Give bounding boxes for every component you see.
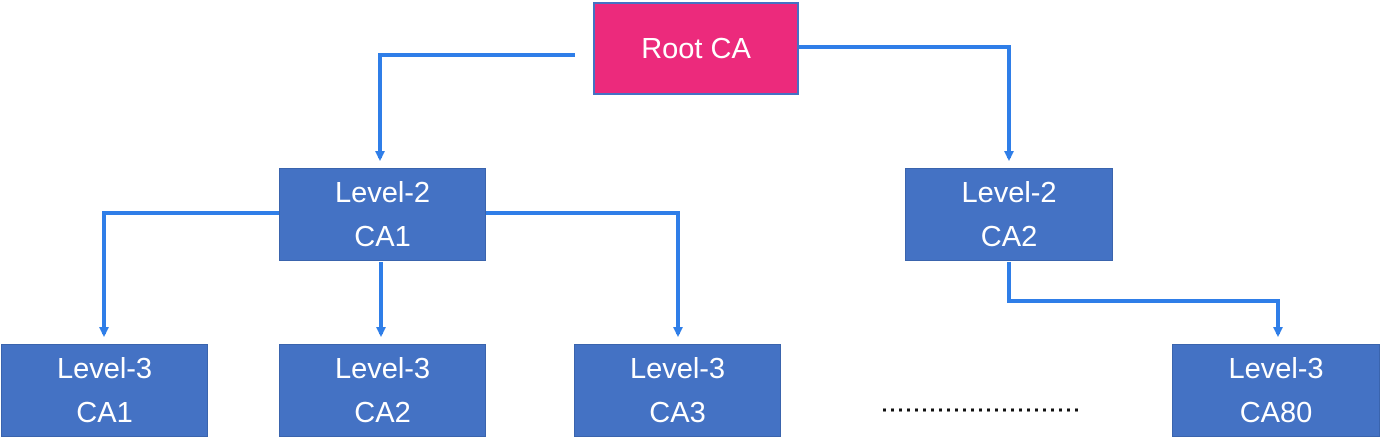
node-label-line2: CA3 xyxy=(649,396,706,429)
node-label-line1: Level-2 xyxy=(334,176,431,209)
level2-ca1-node: Level-2 CA1 xyxy=(279,168,486,261)
node-label-line2: CA80 xyxy=(1239,396,1313,429)
node-label-line2: CA2 xyxy=(354,396,411,429)
connector-root-to-l2-ca2 xyxy=(798,45,1014,161)
connector-l2-ca1-to-l3-ca3 xyxy=(485,211,683,337)
level3-ca2-node: Level-3 CA2 xyxy=(279,344,486,437)
node-label-line2: CA1 xyxy=(354,220,411,253)
level2-ca2-node: Level-2 CA2 xyxy=(905,168,1113,261)
node-label-line1: Level-3 xyxy=(1228,352,1324,385)
connector-root-to-l2-ca1 xyxy=(375,53,575,161)
node-label-line1: Level-3 xyxy=(629,352,726,385)
level3-ca1-node: Level-3 CA1 xyxy=(1,344,208,437)
node-label-line1: Level-3 xyxy=(56,352,153,385)
node-label-line1: Level-2 xyxy=(961,176,1057,209)
node-label-line2: CA2 xyxy=(980,220,1038,253)
root-ca-node: Root CA xyxy=(593,2,799,95)
node-label-line2: CA1 xyxy=(76,396,133,429)
level3-ca80-node: Level-3 CA80 xyxy=(1172,344,1380,437)
node-label-line1: Level-3 xyxy=(334,352,431,385)
connector-l2-ca2-to-l3-ca80 xyxy=(1007,262,1283,337)
level3-ca3-node: Level-3 CA3 xyxy=(574,344,781,437)
root-ca-label: Root CA xyxy=(641,32,751,65)
connector-l2-ca1-to-l3-ca1 xyxy=(99,211,280,337)
